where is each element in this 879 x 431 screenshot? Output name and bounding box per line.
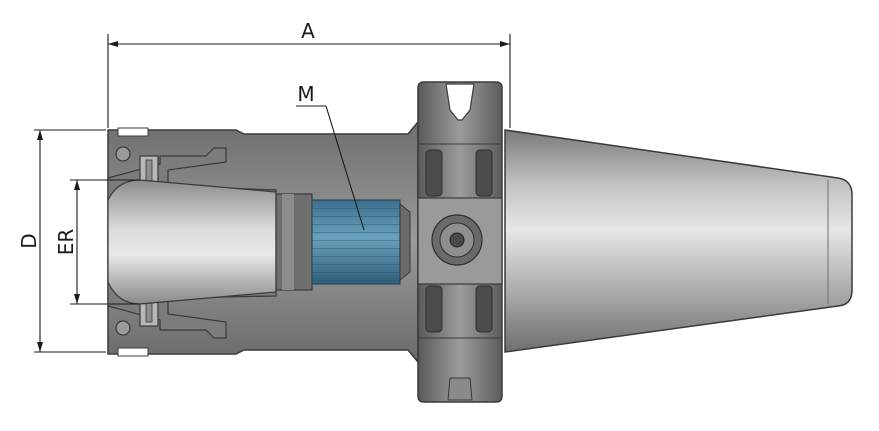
collet-cone bbox=[107, 179, 277, 305]
thread-leader bbox=[296, 105, 365, 231]
dimension-a-label: A bbox=[301, 19, 315, 43]
retaining-ball-bottom bbox=[115, 320, 131, 336]
flange-groove-right-bottom bbox=[475, 285, 493, 333]
bore-cylinder-highlight bbox=[282, 194, 294, 290]
front-groove-top bbox=[117, 127, 149, 137]
taper-shank bbox=[504, 129, 853, 353]
thread-end bbox=[399, 202, 411, 282]
dimension-a bbox=[107, 34, 511, 128]
dimension-d-label: D bbox=[17, 233, 41, 248]
dimension-er-label: ER bbox=[54, 229, 78, 256]
flange-v-notch-bottom bbox=[447, 377, 473, 401]
flange-groove-left bbox=[425, 149, 443, 197]
flange-groove-left-bottom bbox=[425, 285, 443, 333]
retaining-ball-top bbox=[115, 146, 131, 162]
flange-groove-right bbox=[475, 149, 493, 197]
dimension-er bbox=[70, 179, 140, 305]
thread-label: M bbox=[297, 82, 314, 106]
thread-lines bbox=[312, 200, 400, 284]
flange-v-notch-top bbox=[445, 83, 475, 121]
front-groove-bottom bbox=[117, 347, 149, 357]
set-screw-inner bbox=[449, 232, 465, 248]
dimension-d bbox=[34, 129, 106, 353]
